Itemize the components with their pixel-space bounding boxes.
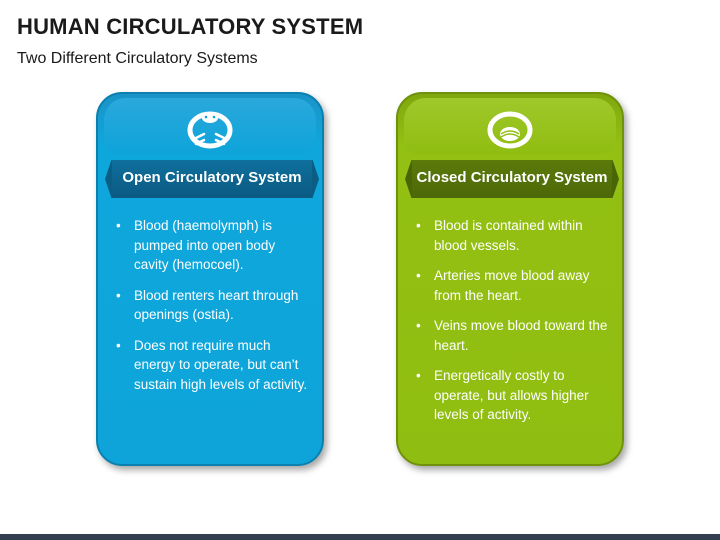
bullet-item: Veins move blood toward the heart. — [416, 316, 608, 355]
bullet-item: Blood renters heart through openings (os… — [116, 286, 308, 325]
closed-system-label: Closed Circulatory System — [416, 169, 608, 186]
banner-face — [412, 160, 612, 198]
banner-face — [112, 160, 312, 198]
page-title: HUMAN CIRCULATORY SYSTEM — [17, 14, 364, 39]
closed-system-card: Closed Circulatory System Blood is conta… — [396, 92, 624, 466]
page-subtitle: Two Different Circulatory Systems — [17, 50, 258, 67]
bullet-item: Energetically costly to operate, but all… — [416, 366, 608, 425]
closed-system-bullets: Blood is contained within blood vessels.… — [416, 216, 608, 436]
bullet-item: Blood is contained within blood vessels. — [416, 216, 608, 255]
open-system-banner: Open Circulatory System — [105, 160, 319, 198]
closed-system-banner: Closed Circulatory System — [405, 160, 619, 198]
open-circulation-icon — [187, 111, 233, 149]
bullet-item: Blood (haemolymph) is pumped into open b… — [116, 216, 308, 275]
footer-bar — [0, 534, 720, 540]
bullet-item: Arteries move blood away from the heart. — [416, 266, 608, 305]
closed-circulation-icon — [487, 111, 533, 149]
open-system-card: Open Circulatory System Blood (haemolymp… — [96, 92, 324, 466]
open-system-bullets: Blood (haemolymph) is pumped into open b… — [116, 216, 308, 405]
open-system-label: Open Circulatory System — [122, 169, 302, 186]
bullet-item: Does not require much energy to operate,… — [116, 336, 308, 395]
